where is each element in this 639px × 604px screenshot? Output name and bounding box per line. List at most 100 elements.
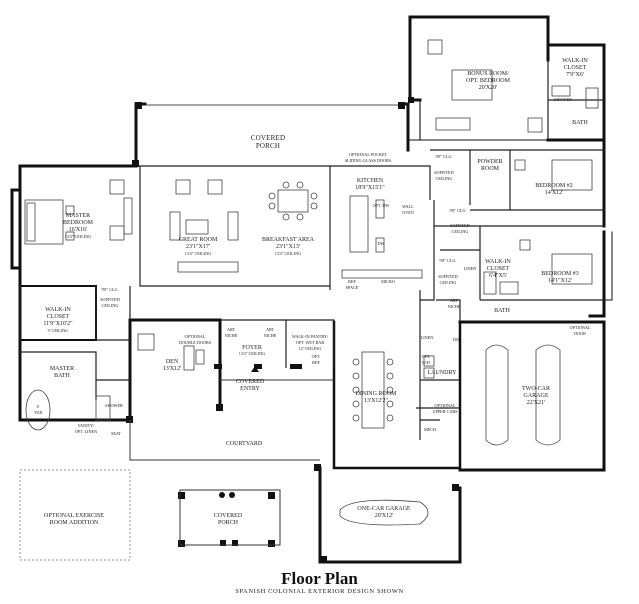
label-optional-double-doors-1: OPTIONAL bbox=[185, 334, 206, 339]
label-shower-top: SHOWER bbox=[554, 97, 572, 102]
furniture bbox=[24, 39, 599, 526]
label-dining-room: DINING ROOM bbox=[356, 391, 397, 397]
label-bonus-room-2: OPT. BEDROOM bbox=[466, 78, 511, 84]
label-walkin-closet-mid-2: CLOSET bbox=[487, 266, 510, 272]
label-vanity-2: OPT. LINEN bbox=[75, 429, 97, 434]
label-mech: MECH bbox=[424, 427, 436, 432]
interior-walls bbox=[19, 60, 604, 440]
label-walkin-closet-master-2: CLOSET bbox=[47, 314, 70, 320]
label-vanity-1: VANITY/ bbox=[78, 423, 96, 428]
label-great-room-clg: 13'4" CEILING bbox=[185, 251, 212, 256]
label-master-bedroom-dim: 16'X16' bbox=[69, 227, 88, 233]
label-art-niche-b-1: ART bbox=[266, 327, 275, 332]
columns bbox=[126, 97, 459, 563]
label-one-car-garage-dim: 20'X12' bbox=[375, 513, 394, 519]
label-soffited-d1: SOFFITED bbox=[100, 297, 120, 302]
label-dining-room-dim: 13'X12'2" bbox=[364, 398, 388, 404]
label-foyer: FOYER bbox=[242, 345, 262, 351]
label-walkin-closet-top-1: WALK-IN bbox=[562, 58, 588, 64]
label-walkin-closet-master-1: WALK-IN bbox=[45, 307, 71, 313]
room-labels: COVERED PORCH OPTIONAL POCKET SLIDING GL… bbox=[34, 58, 591, 526]
label-kitchen: KITCHEN bbox=[357, 178, 384, 184]
label-dw: DW bbox=[378, 241, 385, 246]
page-title: Floor Plan bbox=[281, 569, 358, 588]
label-clg-98-d: 9'8" CLG. bbox=[101, 287, 118, 292]
label-pocket-doors-2: SLIDING GLASS DOORS bbox=[345, 158, 392, 163]
label-wall-oven-2: OVEN bbox=[402, 210, 414, 215]
label-micro: MICRO bbox=[381, 279, 395, 284]
label-soffited-d2: CEILING bbox=[102, 303, 119, 308]
label-covered-porch-rear: COVERED bbox=[251, 134, 285, 142]
label-den: DEN bbox=[166, 359, 179, 365]
label-opt-ref-2: REF bbox=[312, 360, 320, 365]
label-covered-porch-front: COVERED bbox=[214, 513, 243, 519]
label-dn: DN bbox=[453, 337, 459, 342]
label-wall-oven-1: WALL bbox=[402, 204, 414, 209]
label-master-bath-2: BATH bbox=[54, 373, 70, 379]
label-covered-entry-2: ENTRY bbox=[240, 386, 260, 392]
label-covered-entry-1: COVERED bbox=[236, 379, 265, 385]
label-bedroom3-1: BEDROOM #3 bbox=[541, 271, 579, 277]
label-soffited-a2: CEILING bbox=[436, 176, 453, 181]
label-breakfast-area: BREAKFAST AREA bbox=[262, 237, 315, 243]
label-two-car-garage: TWO-CAR bbox=[522, 386, 550, 392]
label-walkin-pantry-3: 12' CEILING bbox=[299, 346, 322, 351]
label-walkin-closet-mid-1: WALK-IN bbox=[485, 259, 511, 265]
label-master-bedroom-2: BEDROOM bbox=[63, 220, 94, 226]
label-optional-exercise-1: OPTIONAL EXERCISE bbox=[44, 513, 104, 519]
label-breakfast-area-clg: 13'4" CEILING bbox=[275, 251, 302, 256]
entry-arrow-icon bbox=[251, 366, 259, 372]
label-optional-door-2: DOOR bbox=[574, 331, 586, 336]
label-soffited-c2: CEILING bbox=[440, 280, 457, 285]
label-optional-double-doors-2: DOUBLE DOORS bbox=[179, 340, 212, 345]
label-powder-room-2: ROOM bbox=[481, 166, 500, 172]
label-great-room-dim: 23'1"X17' bbox=[186, 244, 210, 250]
label-opt-dw: OPT. DW bbox=[373, 203, 390, 208]
courtyard-outline bbox=[19, 379, 334, 561]
label-walkin-pantry-1: WALK-IN PANTRY/ bbox=[292, 334, 329, 339]
label-seat: SEAT bbox=[111, 431, 121, 436]
label-master-bedroom-clg: 13'4" CEILING bbox=[65, 234, 92, 239]
label-linen-mid: LINEN bbox=[464, 266, 477, 271]
label-shower-master: SHOWER bbox=[105, 403, 123, 408]
label-art-niche-a-2: NICHE bbox=[225, 333, 238, 338]
label-den-dim: 13'X12' bbox=[163, 366, 182, 372]
label-soffited-b1: SOFFITED bbox=[450, 223, 470, 228]
label-bedroom2-1: BEDROOM #2 bbox=[535, 183, 573, 189]
label-great-room: GREAT ROOM bbox=[179, 237, 218, 243]
label-optional-upper-cabs-2: UPPER CABS bbox=[432, 409, 458, 414]
label-bedroom2-dim: 14'X12' bbox=[545, 190, 564, 196]
label-tub-2: TUB bbox=[34, 410, 43, 415]
label-art-niche-right-1: ART bbox=[450, 298, 459, 303]
label-bedroom3-dim: 14'1"X12' bbox=[548, 278, 572, 284]
label-two-car-garage-2: GARAGE bbox=[524, 393, 549, 399]
label-walkin-closet-top-2: CLOSET bbox=[564, 65, 587, 71]
label-kitchen-dim: 18'9"X15'1" bbox=[355, 185, 385, 191]
label-walkin-pantry-2: OPT. WET BAR bbox=[296, 340, 324, 345]
label-master-bedroom-1: MASTER bbox=[66, 213, 90, 219]
label-soffited-a1: SOFFITED bbox=[434, 170, 454, 175]
label-bath-mid: BATH bbox=[494, 308, 510, 314]
label-walkin-closet-master-dim: 11'9"X10'2" bbox=[43, 321, 73, 327]
label-clg-98-c: 9'8" CLG. bbox=[439, 258, 456, 263]
label-art-niche-a-1: ART bbox=[227, 327, 236, 332]
label-covered-porch-rear-2: PORCH bbox=[256, 142, 280, 150]
label-linen-laundry: LINEN bbox=[421, 335, 434, 340]
label-tub-1: 6' bbox=[37, 404, 40, 409]
label-opt-ref-1: OPT. bbox=[312, 354, 321, 359]
label-optional-exercise-2: ROOM ADDITION bbox=[50, 520, 99, 526]
label-foyer-clg: 13'4" CEILING bbox=[239, 351, 266, 356]
label-soffited-c1: SOFFITED bbox=[438, 274, 458, 279]
label-art-niche-right-2: NICHE bbox=[448, 304, 461, 309]
label-walkin-closet-master-clg: 9' CEILING bbox=[48, 328, 69, 333]
label-opt-wd-2: W/D bbox=[422, 360, 430, 365]
label-laundry: LAUNDRY bbox=[427, 370, 457, 376]
label-pocket-doors-1: OPTIONAL POCKET bbox=[349, 152, 388, 157]
label-powder-room-1: POWDER bbox=[477, 159, 502, 165]
label-optional-upper-cabs-1: OPTIONAL bbox=[435, 403, 456, 408]
label-covered-porch-front-2: PORCH bbox=[218, 520, 239, 526]
label-one-car-garage: ONE-CAR GARAGE bbox=[357, 506, 411, 512]
label-clg-98-b: 9'8" CLG. bbox=[449, 208, 466, 213]
label-walkin-closet-top-dim: 7'9"X6' bbox=[566, 72, 584, 78]
